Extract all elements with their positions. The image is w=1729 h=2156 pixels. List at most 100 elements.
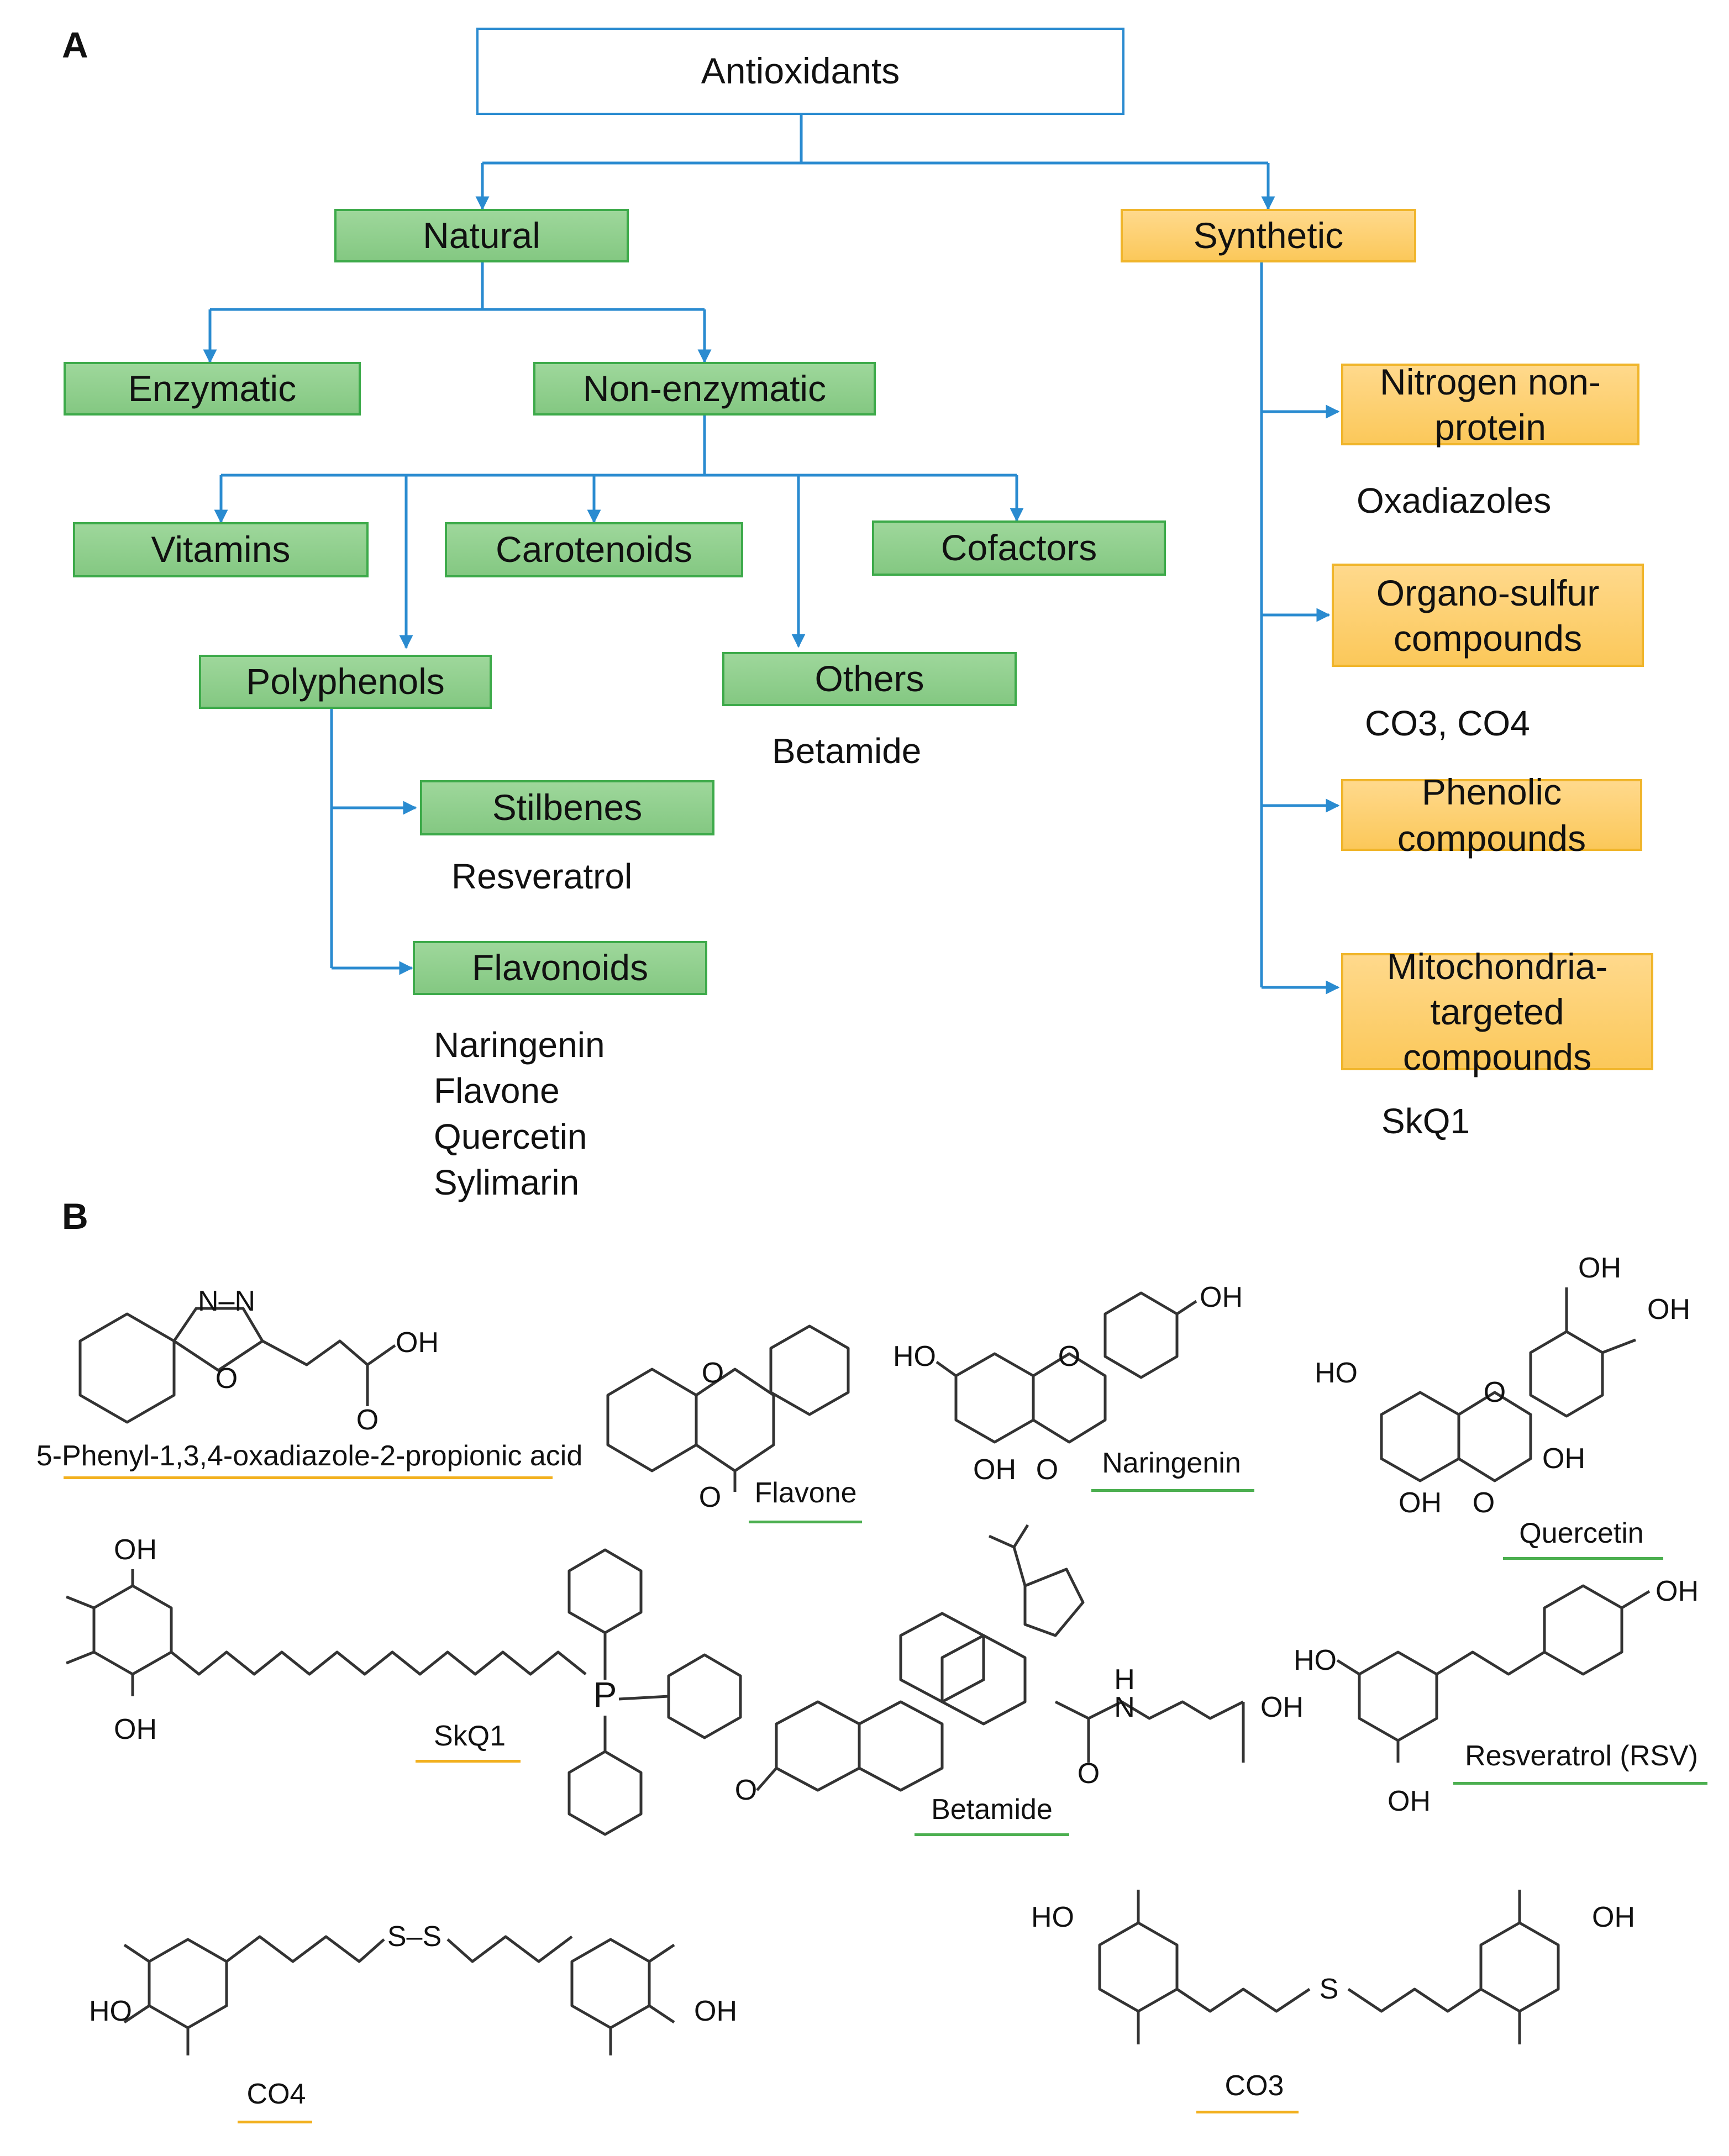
atom-oh: OH xyxy=(114,1713,157,1745)
nitrogen-label-line2: protein xyxy=(1434,407,1546,448)
flavonoids-label: Flavonoids xyxy=(471,947,649,988)
non-enzymatic-label: Non-enzymatic xyxy=(582,367,827,409)
underline-resveratrol xyxy=(1453,1782,1707,1785)
atom-o: O xyxy=(356,1404,379,1436)
panel-a-label: A xyxy=(62,24,88,65)
antioxidants-box: Antioxidants xyxy=(476,28,1124,115)
atom-oh: OH xyxy=(1647,1293,1690,1326)
natural-box: Natural xyxy=(334,209,629,262)
nitrogen-box: Nitrogen non-protein xyxy=(1341,361,1639,448)
others-example: Betamide xyxy=(772,731,922,771)
resveratrol-structure xyxy=(1336,1584,1651,1763)
compound-label-resveratrol: Resveratrol (RSV) xyxy=(1465,1740,1698,1772)
underline-betamide xyxy=(915,1833,1069,1836)
cofactors-box: Cofactors xyxy=(872,520,1166,576)
panel-b-label: B xyxy=(62,1196,88,1237)
stilbenes-example: Resveratrol xyxy=(451,856,633,896)
synthetic-label: Synthetic xyxy=(1193,214,1344,256)
compound-label-naringenin: Naringenin xyxy=(1102,1447,1241,1479)
synthetic-box: Synthetic xyxy=(1121,209,1416,262)
betamide-structure xyxy=(756,1524,1245,1792)
atom-o: O xyxy=(734,1774,758,1806)
phenolic-label-line2: compounds xyxy=(1397,818,1586,859)
flavone-structure xyxy=(606,1324,850,1492)
atom-oh: OH xyxy=(973,1454,1016,1486)
atom-ho: HO xyxy=(1031,1901,1074,1933)
polyphenols-box: Polyphenols xyxy=(199,655,492,709)
atom-oh: OH xyxy=(114,1534,157,1566)
co3-structure xyxy=(1098,1890,1560,2044)
atom-ho: HO xyxy=(1294,1644,1337,1676)
carotenoids-box: Carotenoids xyxy=(445,522,743,577)
naringenin-structure xyxy=(936,1291,1197,1444)
mito-label-line2: targeted xyxy=(1430,991,1564,1032)
atom-ss: S–S xyxy=(387,1921,442,1953)
atom-oh: OH xyxy=(1578,1252,1621,1284)
underline-flavone xyxy=(749,1521,862,1523)
atom-o: O xyxy=(698,1481,722,1513)
vitamins-box: Vitamins xyxy=(73,522,369,577)
atom-oh: OH xyxy=(1200,1281,1243,1313)
atom-o: O xyxy=(215,1363,238,1395)
co4-structure xyxy=(123,1935,675,2055)
compound-label-co4: CO4 xyxy=(246,2078,306,2110)
non-enzymatic-box: Non-enzymatic xyxy=(533,362,876,416)
stilbenes-box: Stilbenes xyxy=(420,780,714,835)
atom-h: H xyxy=(1114,1664,1135,1696)
atom-o: O xyxy=(1058,1340,1081,1373)
atom-ho: HO xyxy=(1315,1357,1358,1389)
underline-oxadiazole xyxy=(64,1476,553,1479)
atom-p: P xyxy=(593,1675,617,1715)
organosulfur-label-line1: Organo-sulfur xyxy=(1376,572,1600,613)
mito-label-line3: compounds xyxy=(1402,1037,1592,1077)
atom-ho: HO xyxy=(89,1995,132,2027)
compound-label-co3: CO3 xyxy=(1225,2070,1284,2102)
underline-quercetin xyxy=(1503,1557,1663,1560)
cofactors-label: Cofactors xyxy=(940,527,1097,569)
nitrogen-label-line1: Nitrogen non- xyxy=(1380,361,1601,402)
underline-skq1 xyxy=(416,1760,521,1763)
atom-oh: OH xyxy=(1592,1901,1635,1933)
atom-oh: OH xyxy=(1388,1785,1431,1817)
atom-ho: HO xyxy=(893,1340,936,1373)
atom-oh: OH xyxy=(1260,1691,1304,1723)
natural-label: Natural xyxy=(423,214,540,256)
atom-o: O xyxy=(1483,1376,1506,1408)
compound-label-skq1: SkQ1 xyxy=(433,1720,506,1752)
compound-label-oxadiazole: 5-Phenyl-1,3,4-oxadiazole-2-propionic ac… xyxy=(36,1440,583,1472)
example-sylimarin: Sylimarin xyxy=(434,1163,580,1202)
mito-example: SkQ1 xyxy=(1381,1101,1470,1141)
oxadiazole-structure xyxy=(78,1307,396,1424)
polyphenols-label: Polyphenols xyxy=(246,661,445,702)
phenolic-label-line1: Phenolic xyxy=(1421,771,1562,812)
mito-label-line1: Mitochondria- xyxy=(1386,946,1608,987)
antioxidants-label: Antioxidants xyxy=(701,50,900,92)
atom-oh: OH xyxy=(694,1995,737,2027)
atom-n: N xyxy=(1114,1691,1135,1723)
atom-o: O xyxy=(1077,1758,1100,1790)
mito-box: Mitochondria-targeted compounds xyxy=(1341,946,1653,1077)
atom-nn: N–N xyxy=(197,1285,256,1317)
underline-co4 xyxy=(238,2121,312,2123)
atom-o: O xyxy=(1472,1487,1495,1519)
enzymatic-box: Enzymatic xyxy=(64,362,361,416)
organosulfur-label-line2: compounds xyxy=(1393,617,1583,659)
others-label: Others xyxy=(814,658,924,700)
atom-s: S xyxy=(1319,1973,1339,2005)
nitrogen-example: Oxadiazoles xyxy=(1357,481,1552,520)
example-quercetin: Quercetin xyxy=(434,1117,587,1156)
phenolic-box: Phenolic compounds xyxy=(1341,771,1642,859)
carotenoids-label: Carotenoids xyxy=(496,529,692,570)
atom-oh: OH xyxy=(396,1327,439,1359)
others-box: Others xyxy=(722,652,1017,706)
atom-o: O xyxy=(701,1357,724,1389)
example-naringenin: Naringenin xyxy=(434,1025,605,1065)
underline-naringenin xyxy=(1091,1489,1254,1492)
enzymatic-label: Enzymatic xyxy=(128,367,297,409)
atom-o: O xyxy=(1036,1454,1059,1486)
compound-label-flavone: Flavone xyxy=(754,1477,857,1509)
